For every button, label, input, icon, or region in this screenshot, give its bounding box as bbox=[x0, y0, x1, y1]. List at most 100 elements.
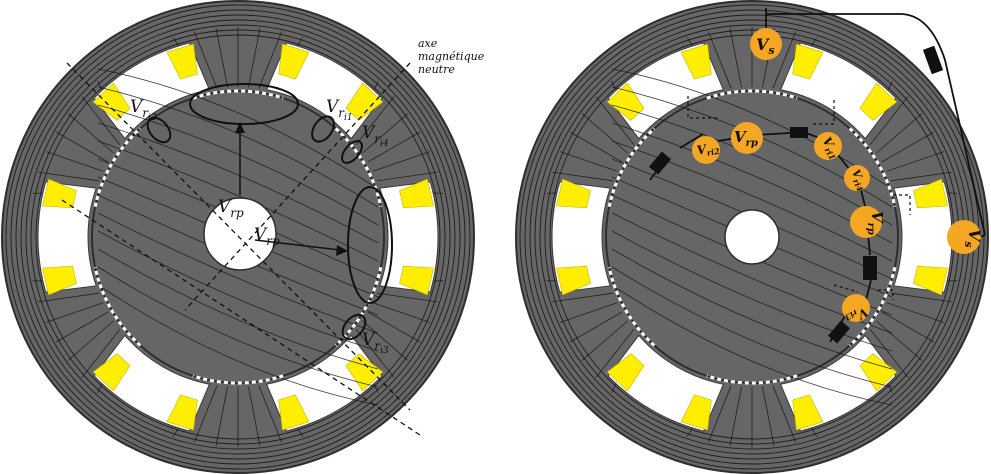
left-pole-line bbox=[377, 171, 438, 182]
right-pole-line bbox=[729, 386, 742, 446]
resistor-right bbox=[863, 256, 877, 280]
left-yoke-line bbox=[5, 4, 471, 470]
left-slot bbox=[37, 181, 97, 293]
left-winding-conductor bbox=[399, 178, 434, 209]
left-pole-line bbox=[46, 302, 104, 323]
right-pole-line bbox=[581, 113, 628, 154]
left-arrows bbox=[235, 122, 348, 256]
left-winding-conductor bbox=[166, 43, 198, 80]
right-pole-line bbox=[891, 292, 952, 303]
left-ellipse-vri2 bbox=[146, 116, 172, 144]
left-rotor-line bbox=[97, 284, 379, 406]
left-rotor-line bbox=[97, 248, 379, 370]
left-yoke-line bbox=[10, 9, 466, 465]
left-rotor-flux-lines bbox=[97, 68, 379, 406]
left-rotor-line bbox=[97, 140, 379, 262]
neutral-axis-label-line3: neutre bbox=[418, 63, 455, 76]
svg-text:Vrp: Vrp bbox=[865, 211, 886, 235]
svg-text:Vs: Vs bbox=[962, 229, 984, 248]
right-winding-conductor bbox=[792, 43, 824, 80]
left-rotor-line bbox=[97, 86, 379, 208]
label-vrp-center: Vrp bbox=[218, 197, 244, 220]
right-pole-line bbox=[595, 96, 635, 145]
right-rotor-line bbox=[611, 104, 893, 226]
left-pole-line bbox=[215, 386, 228, 446]
right-rotor-line bbox=[611, 266, 893, 388]
left-winding-conductor bbox=[42, 265, 77, 296]
badge-vrp-left: Vrp bbox=[731, 122, 763, 154]
left-yoke-line bbox=[20, 19, 456, 455]
right-gap-arc bbox=[706, 89, 798, 100]
left-yoke-line bbox=[15, 14, 461, 460]
right-winding-conductor bbox=[913, 178, 948, 209]
right-pole-line bbox=[886, 302, 944, 323]
left-pole-line bbox=[355, 96, 395, 145]
resistor-bottom bbox=[827, 320, 851, 344]
left-rotor-line bbox=[97, 68, 379, 190]
right-gap-arc bbox=[848, 267, 897, 347]
left-pole-line bbox=[81, 96, 121, 145]
right-gap-arc bbox=[607, 127, 656, 207]
left-pole-line bbox=[248, 28, 261, 88]
badge-vri4: Vri4 bbox=[844, 165, 870, 193]
left-gap-arc bbox=[334, 267, 383, 347]
left-pole-line bbox=[193, 31, 218, 89]
right-pole-line bbox=[762, 386, 775, 446]
right-pole-line bbox=[876, 113, 923, 154]
right-pole-line bbox=[569, 131, 623, 163]
right-winding-conductor bbox=[859, 82, 898, 121]
left-pole-line bbox=[215, 28, 228, 88]
right-rotor-line bbox=[611, 248, 893, 370]
left-pole-line bbox=[55, 131, 109, 163]
badge-vs-top: Vs bbox=[750, 28, 782, 60]
right-pole-line bbox=[881, 131, 935, 163]
left-winding-conductor bbox=[92, 353, 131, 392]
label-vrp-right: Vrp bbox=[254, 225, 280, 248]
left-pole-line bbox=[46, 151, 104, 172]
left-rotor-line bbox=[97, 122, 379, 244]
left-winding-conductor bbox=[278, 43, 310, 80]
right-pole-line bbox=[552, 292, 613, 303]
left-gap-arc bbox=[334, 127, 383, 207]
left-pole-line bbox=[38, 171, 99, 182]
left-pole-line bbox=[193, 385, 218, 443]
label-vri2: Vri2 bbox=[130, 97, 157, 123]
right-resistors bbox=[648, 45, 944, 344]
left-windings bbox=[42, 43, 434, 431]
neutral-axis-label-line1: axe bbox=[418, 37, 438, 50]
left-pole-line bbox=[372, 302, 430, 323]
right-gap-arc bbox=[848, 127, 897, 207]
left-pole-line bbox=[38, 292, 99, 303]
right-winding-conductor bbox=[556, 178, 591, 209]
left-rotor-line bbox=[97, 212, 379, 334]
right-rotor bbox=[605, 68, 899, 406]
left-winding-conductor bbox=[345, 82, 384, 121]
right-winding-conductor bbox=[859, 353, 898, 392]
left-pole-line bbox=[258, 385, 283, 443]
left-pole-line bbox=[81, 329, 121, 378]
left-pole-line bbox=[362, 320, 409, 361]
right-winding-conductor bbox=[792, 394, 824, 431]
left-airgap-dashes bbox=[93, 89, 383, 385]
right-circuit-dashed-links bbox=[687, 96, 911, 300]
left-winding-conductor bbox=[92, 82, 131, 121]
right-pole-line bbox=[772, 31, 797, 89]
badge-vs-right: Vs bbox=[947, 220, 984, 254]
svg-text:Vrp: Vrp bbox=[734, 128, 758, 149]
right-shaft bbox=[724, 209, 780, 265]
right-winding-conductor bbox=[913, 265, 948, 296]
left-pole-line bbox=[362, 113, 409, 154]
right-pole-line bbox=[869, 96, 909, 145]
left-ellipse-vrp-right bbox=[347, 186, 393, 304]
label-vri1: Vri1 bbox=[326, 97, 353, 123]
right-slot bbox=[893, 181, 953, 293]
right-winding-conductor bbox=[606, 353, 645, 392]
resistor-left bbox=[648, 151, 672, 175]
right-pole-line bbox=[891, 171, 952, 182]
left-slot bbox=[379, 181, 439, 293]
left-pole-line bbox=[67, 320, 114, 361]
left-pole-line bbox=[67, 113, 114, 154]
left-neutral-axis bbox=[184, 62, 411, 311]
right-pole-line bbox=[552, 171, 613, 182]
left-ellipse-vri1 bbox=[311, 115, 335, 143]
